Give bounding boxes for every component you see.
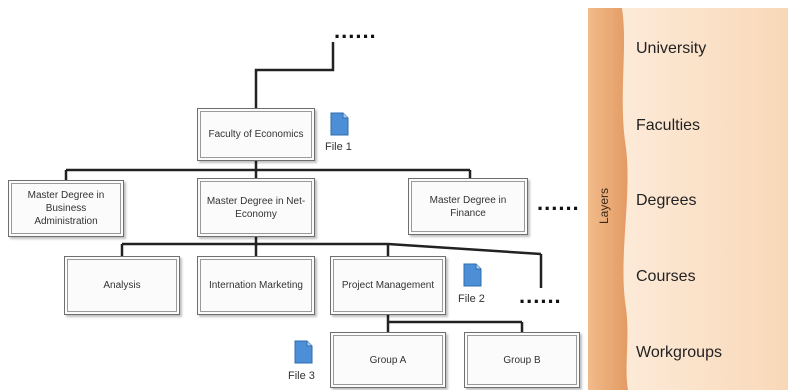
ellipsis-degrees: ...... bbox=[537, 190, 580, 215]
document-icon[interactable] bbox=[330, 112, 349, 136]
layer-faculties: Faculties bbox=[636, 117, 701, 134]
node-analysis[interactable]: Analysis bbox=[64, 256, 180, 315]
ellipsis-courses: ...... bbox=[519, 283, 562, 308]
node-label: Master Degree in Finance bbox=[429, 194, 507, 219]
node-label: Internation Marketing bbox=[209, 280, 303, 291]
node-label: Project Management bbox=[341, 280, 435, 291]
node-group-b[interactable]: Group B bbox=[464, 332, 580, 388]
node-master-net-economy[interactable]: Master Degree in Net-Economy bbox=[197, 178, 315, 237]
node-project-management[interactable]: Project Management bbox=[330, 256, 446, 315]
layer-workgroups: Workgroups bbox=[636, 344, 722, 361]
node-label: Analysis bbox=[103, 280, 141, 291]
node-master-business-administration[interactable]: Master Degree in Business Administration bbox=[8, 180, 124, 237]
node-label: Group B bbox=[503, 354, 541, 366]
document-icon[interactable] bbox=[463, 263, 482, 287]
node-label: Faculty of Economics bbox=[208, 129, 304, 140]
ellipsis-top: ...... bbox=[334, 18, 377, 43]
layer-courses: Courses bbox=[636, 268, 696, 285]
layer-university: University bbox=[636, 40, 707, 57]
layer-degrees: Degrees bbox=[636, 192, 697, 209]
node-group-a[interactable]: Group A bbox=[330, 332, 446, 388]
layers-title: Layers bbox=[597, 187, 611, 225]
node-label: Group A bbox=[369, 354, 407, 366]
node-label: Master Degree in Net-Economy bbox=[206, 195, 306, 220]
layers-panel bbox=[588, 8, 788, 390]
file-1-label: File 1 bbox=[325, 141, 352, 153]
node-label: Master Degree in Business Administration bbox=[27, 190, 105, 227]
node-internation-marketing[interactable]: Internation Marketing bbox=[197, 256, 315, 315]
file-3-label: File 3 bbox=[288, 370, 315, 382]
node-master-finance[interactable]: Master Degree in Finance bbox=[408, 178, 528, 235]
connector-university-faculty bbox=[254, 42, 335, 108]
file-2-label: File 2 bbox=[458, 293, 485, 305]
node-faculty-of-economics[interactable]: Faculty of Economics bbox=[197, 108, 315, 161]
document-icon[interactable] bbox=[294, 340, 313, 364]
